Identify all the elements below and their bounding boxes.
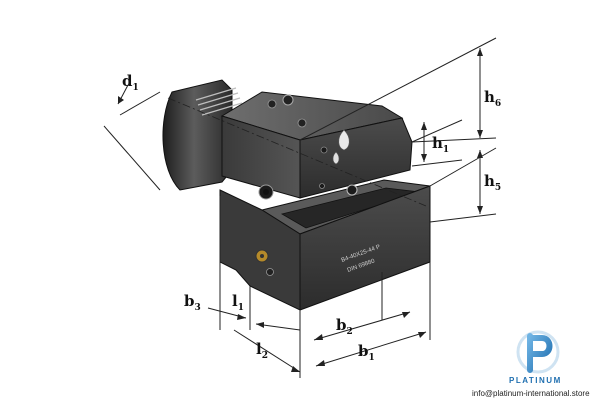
top-hole-3 [297,118,307,128]
label-h1: h1 [432,134,449,155]
dimension-labels: d1 h6 h1 h5 b3 l1 l2 b2 b1 [122,72,501,363]
top-hole-1 [267,99,277,109]
brand-watermark: PLATINUM info@platinum-international.sto… [472,330,590,398]
center-line [167,97,427,207]
brass-screw-center [260,254,264,258]
brand-email: info@platinum-international.store [472,389,590,398]
dimension-lines [103,37,497,378]
label-d1: d1 [122,72,139,93]
coolant-drop-2 [332,151,340,165]
label-b3: b3 [184,292,201,313]
arrowheads [118,48,483,372]
label-l1: l1 [232,292,244,313]
side-screw [266,268,274,276]
label-b2: b2 [336,316,353,337]
tool-holder-body: B4-40X25-44 P DIN 69880 [162,79,431,311]
label-l2: l2 [256,340,268,361]
side-hole-inner [263,189,269,195]
front-tiny-hole [319,183,325,189]
platinum-logo-icon [516,330,560,374]
upper-head-side [221,115,301,199]
label-h6: h6 [484,88,501,109]
top-hole-2 [282,94,294,106]
brand-name: PLATINUM [509,376,562,385]
shank-serrations [195,87,243,116]
front-small-hole [346,184,358,196]
label-b1: b1 [358,342,375,363]
front-hole-1 [320,146,328,154]
coolant-drop-1 [338,129,350,151]
label-h5: h5 [484,172,501,193]
